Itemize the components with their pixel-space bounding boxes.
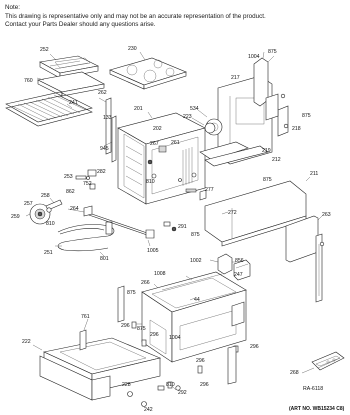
part-number: 267 xyxy=(150,141,159,147)
part-number: 282 xyxy=(97,169,106,175)
part-number: 259 xyxy=(11,214,20,220)
part-number: 875 xyxy=(263,177,272,183)
part-number: 251 xyxy=(44,250,53,256)
part-number: 752 xyxy=(83,181,92,187)
part-number: 44 xyxy=(194,297,200,303)
part-number: 296 xyxy=(150,332,159,338)
part-number: 875 xyxy=(302,113,311,119)
disclaimer-note: Note: This drawing is representative onl… xyxy=(5,4,347,30)
part-number: 133 xyxy=(103,115,112,121)
part-number: 212 xyxy=(272,157,281,163)
part-number: 268 xyxy=(290,370,299,376)
note-line-1: This drawing is representative only and … xyxy=(5,12,266,20)
part-number: 218 xyxy=(292,126,301,132)
broiler-pan-illustration xyxy=(36,53,105,97)
part-number: 1004 xyxy=(169,335,181,341)
part-number: 761 xyxy=(81,314,90,320)
part-number: 242 xyxy=(144,407,153,413)
note-line-2: Contact your Parts Dealer should any que… xyxy=(5,21,156,29)
sensor-assembly-illustration xyxy=(25,197,63,225)
part-number: 875 xyxy=(191,232,200,238)
part-number: 810 xyxy=(166,382,175,388)
part-number: 262 xyxy=(98,90,107,96)
storage-drawer-illustration xyxy=(32,318,161,401)
part-number-labels: 252 760 230 1004 875 217 241 262 201 534… xyxy=(11,46,331,413)
part-number: 217 xyxy=(231,75,240,81)
part-number: 810 xyxy=(46,221,55,227)
part-number: 211 xyxy=(310,171,318,177)
part-number: 945 xyxy=(100,146,109,152)
part-number: 296 xyxy=(121,323,130,329)
part-number: 241 xyxy=(69,100,78,106)
part-number: 266 xyxy=(141,280,150,286)
part-number: 252 xyxy=(40,47,49,53)
part-number: 264 xyxy=(70,206,79,212)
part-number: 219 xyxy=(262,148,271,154)
note-heading: Note: xyxy=(5,4,21,11)
part-number: 223 xyxy=(183,114,192,120)
part-number: 296 xyxy=(196,358,205,364)
part-number: 247 xyxy=(234,272,243,278)
ra-number: RA-6118 xyxy=(303,386,323,392)
part-number: 856 xyxy=(235,258,244,264)
part-number: 875 xyxy=(268,49,277,55)
right-side-panel-illustration xyxy=(253,51,289,137)
small-clips-illustration xyxy=(75,159,197,232)
part-number: 292 xyxy=(178,390,187,396)
part-number: 202 xyxy=(153,126,162,132)
part-number: 862 xyxy=(66,189,75,195)
part-number: 810 xyxy=(146,179,155,185)
part-number: 263 xyxy=(322,212,331,218)
part-number: 257 xyxy=(24,201,33,207)
part-number: 801 xyxy=(100,256,109,262)
terminal-block-illustration xyxy=(209,253,251,281)
art-number: (ART NO. WB15234 C8) xyxy=(289,406,345,412)
door-rod-illustration xyxy=(67,205,155,247)
part-number: 230 xyxy=(128,46,137,52)
part-number: 534 xyxy=(190,106,199,112)
oven-rack-illustration xyxy=(5,91,93,127)
side-trim-illustration xyxy=(98,97,117,163)
part-number: 253 xyxy=(64,174,73,180)
base-chassis-illustration xyxy=(117,271,247,363)
leveling-feet-illustration xyxy=(127,321,239,407)
part-number: 272 xyxy=(228,210,237,216)
bake-element-illustration xyxy=(55,221,115,257)
oven-cavity-illustration xyxy=(117,111,206,205)
part-number: 201 xyxy=(134,106,143,112)
part-number: 228 xyxy=(122,382,131,388)
part-number: 296 xyxy=(250,344,259,350)
part-number: 1008 xyxy=(154,271,166,277)
inset-detail-illustration xyxy=(301,351,345,374)
part-number: 875 xyxy=(127,290,136,296)
oven-wrapper-illustration xyxy=(199,176,311,247)
part-number: 277 xyxy=(205,187,214,193)
part-number: 1005 xyxy=(147,248,159,254)
part-number: 291 xyxy=(178,224,187,230)
part-number: 296 xyxy=(200,382,209,388)
part-number: 1004 xyxy=(248,54,260,60)
side-panel-263-illustration xyxy=(285,215,325,303)
part-number: 258 xyxy=(41,193,50,199)
cooktop-glass-illustration xyxy=(109,51,187,90)
part-number: 760 xyxy=(24,78,33,84)
part-number: 222 xyxy=(22,339,31,345)
part-number: 1002 xyxy=(190,258,202,264)
part-number: 875 xyxy=(137,326,146,332)
part-number: 261 xyxy=(171,140,180,146)
